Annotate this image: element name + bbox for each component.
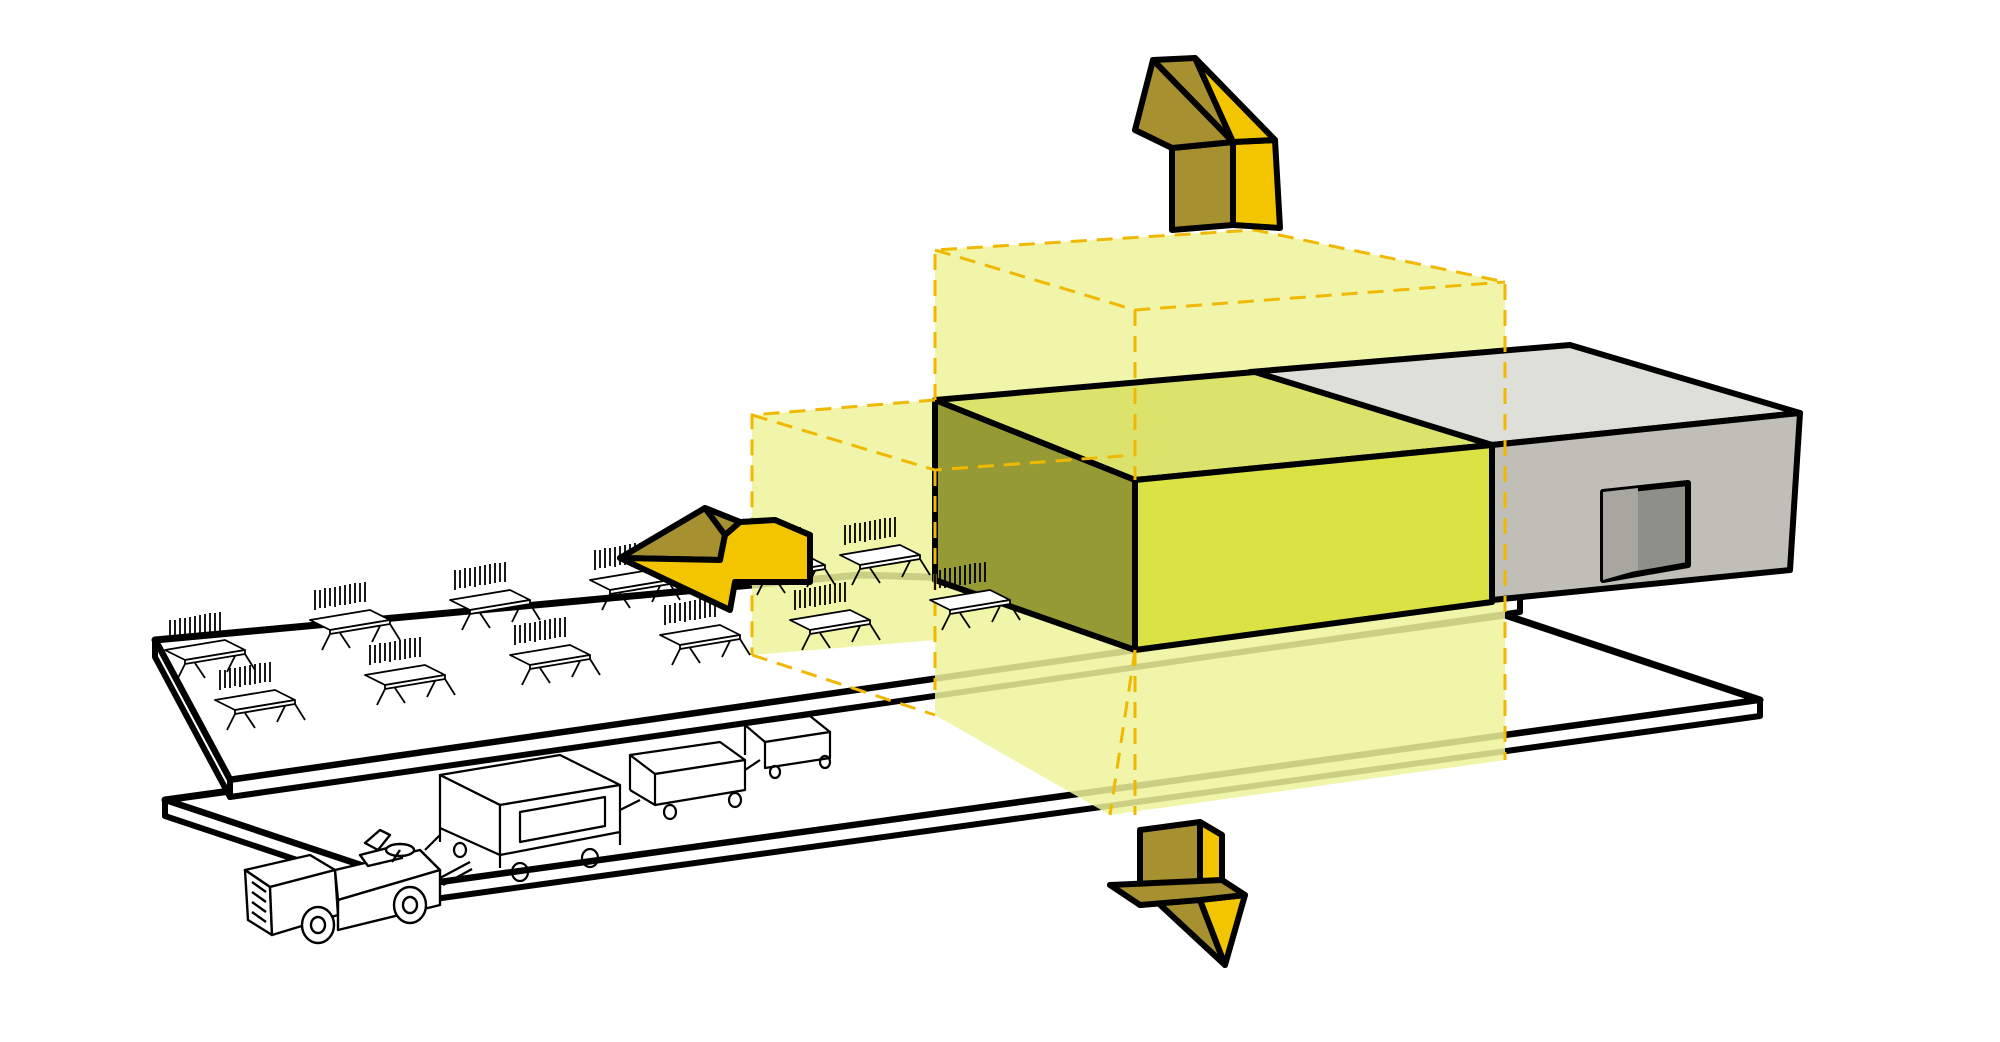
arrow-down-icon (1107, 819, 1248, 968)
arrow-up-icon (1132, 55, 1283, 233)
expansion-volume-edges (750, 228, 1507, 816)
baggage-cart-icon (424, 714, 832, 883)
arrow-left-icon (617, 505, 813, 613)
main-block (932, 369, 1495, 653)
baggage-tug-icon (243, 828, 473, 945)
